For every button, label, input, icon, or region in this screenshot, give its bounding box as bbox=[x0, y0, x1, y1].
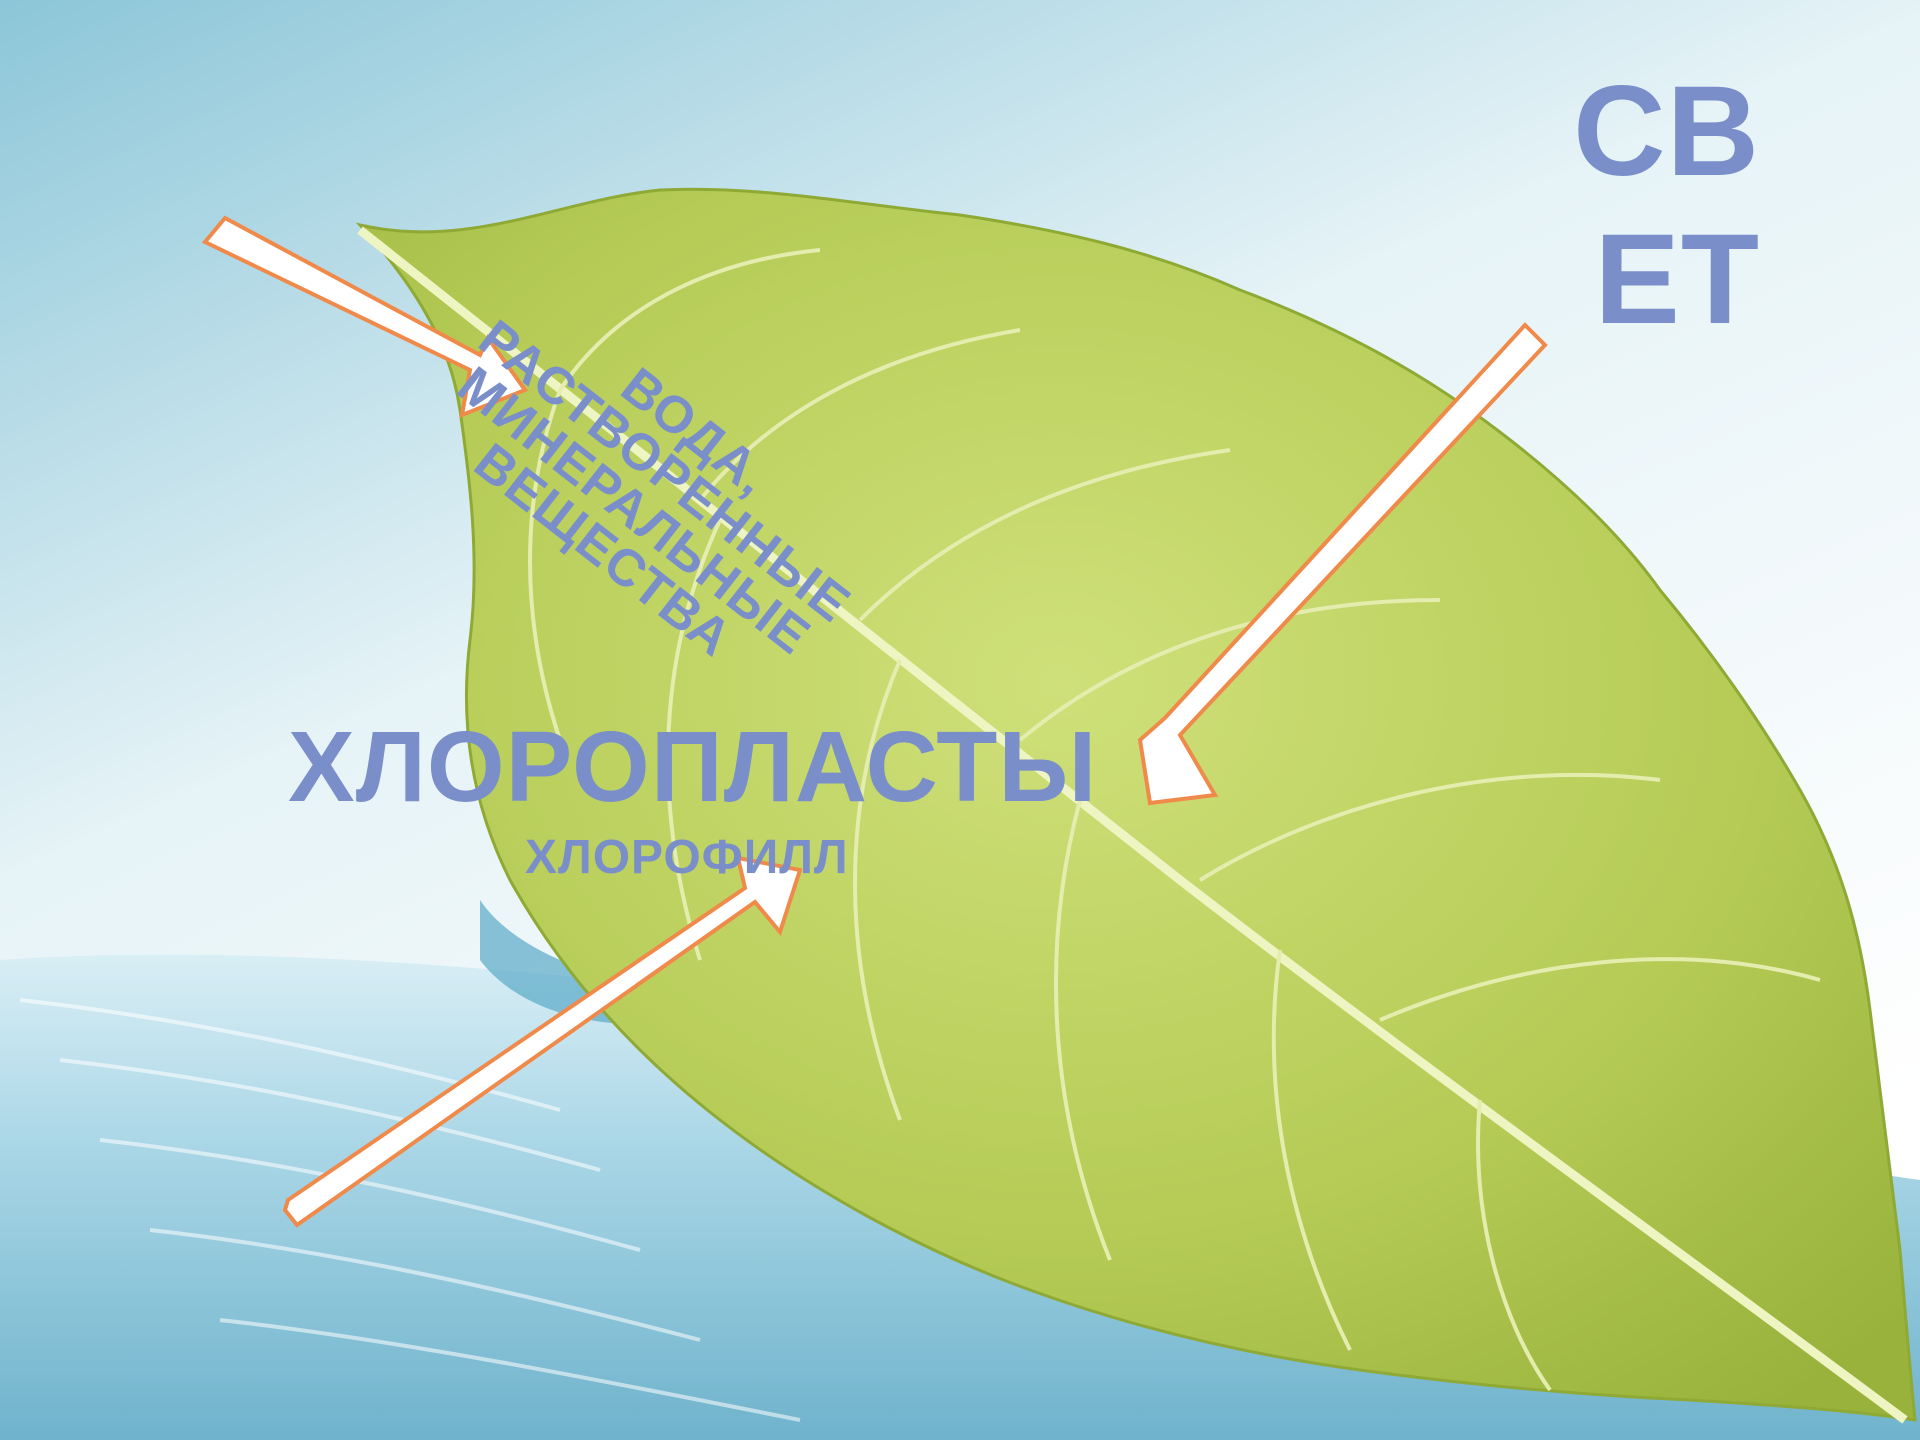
light-label: СВЕТ bbox=[1500, 58, 1760, 354]
chloroplasts-label: ХЛОРОПЛАСТЫ bbox=[288, 712, 1097, 822]
chlorophyll-label: ХЛОРОФИЛЛ bbox=[525, 830, 849, 886]
